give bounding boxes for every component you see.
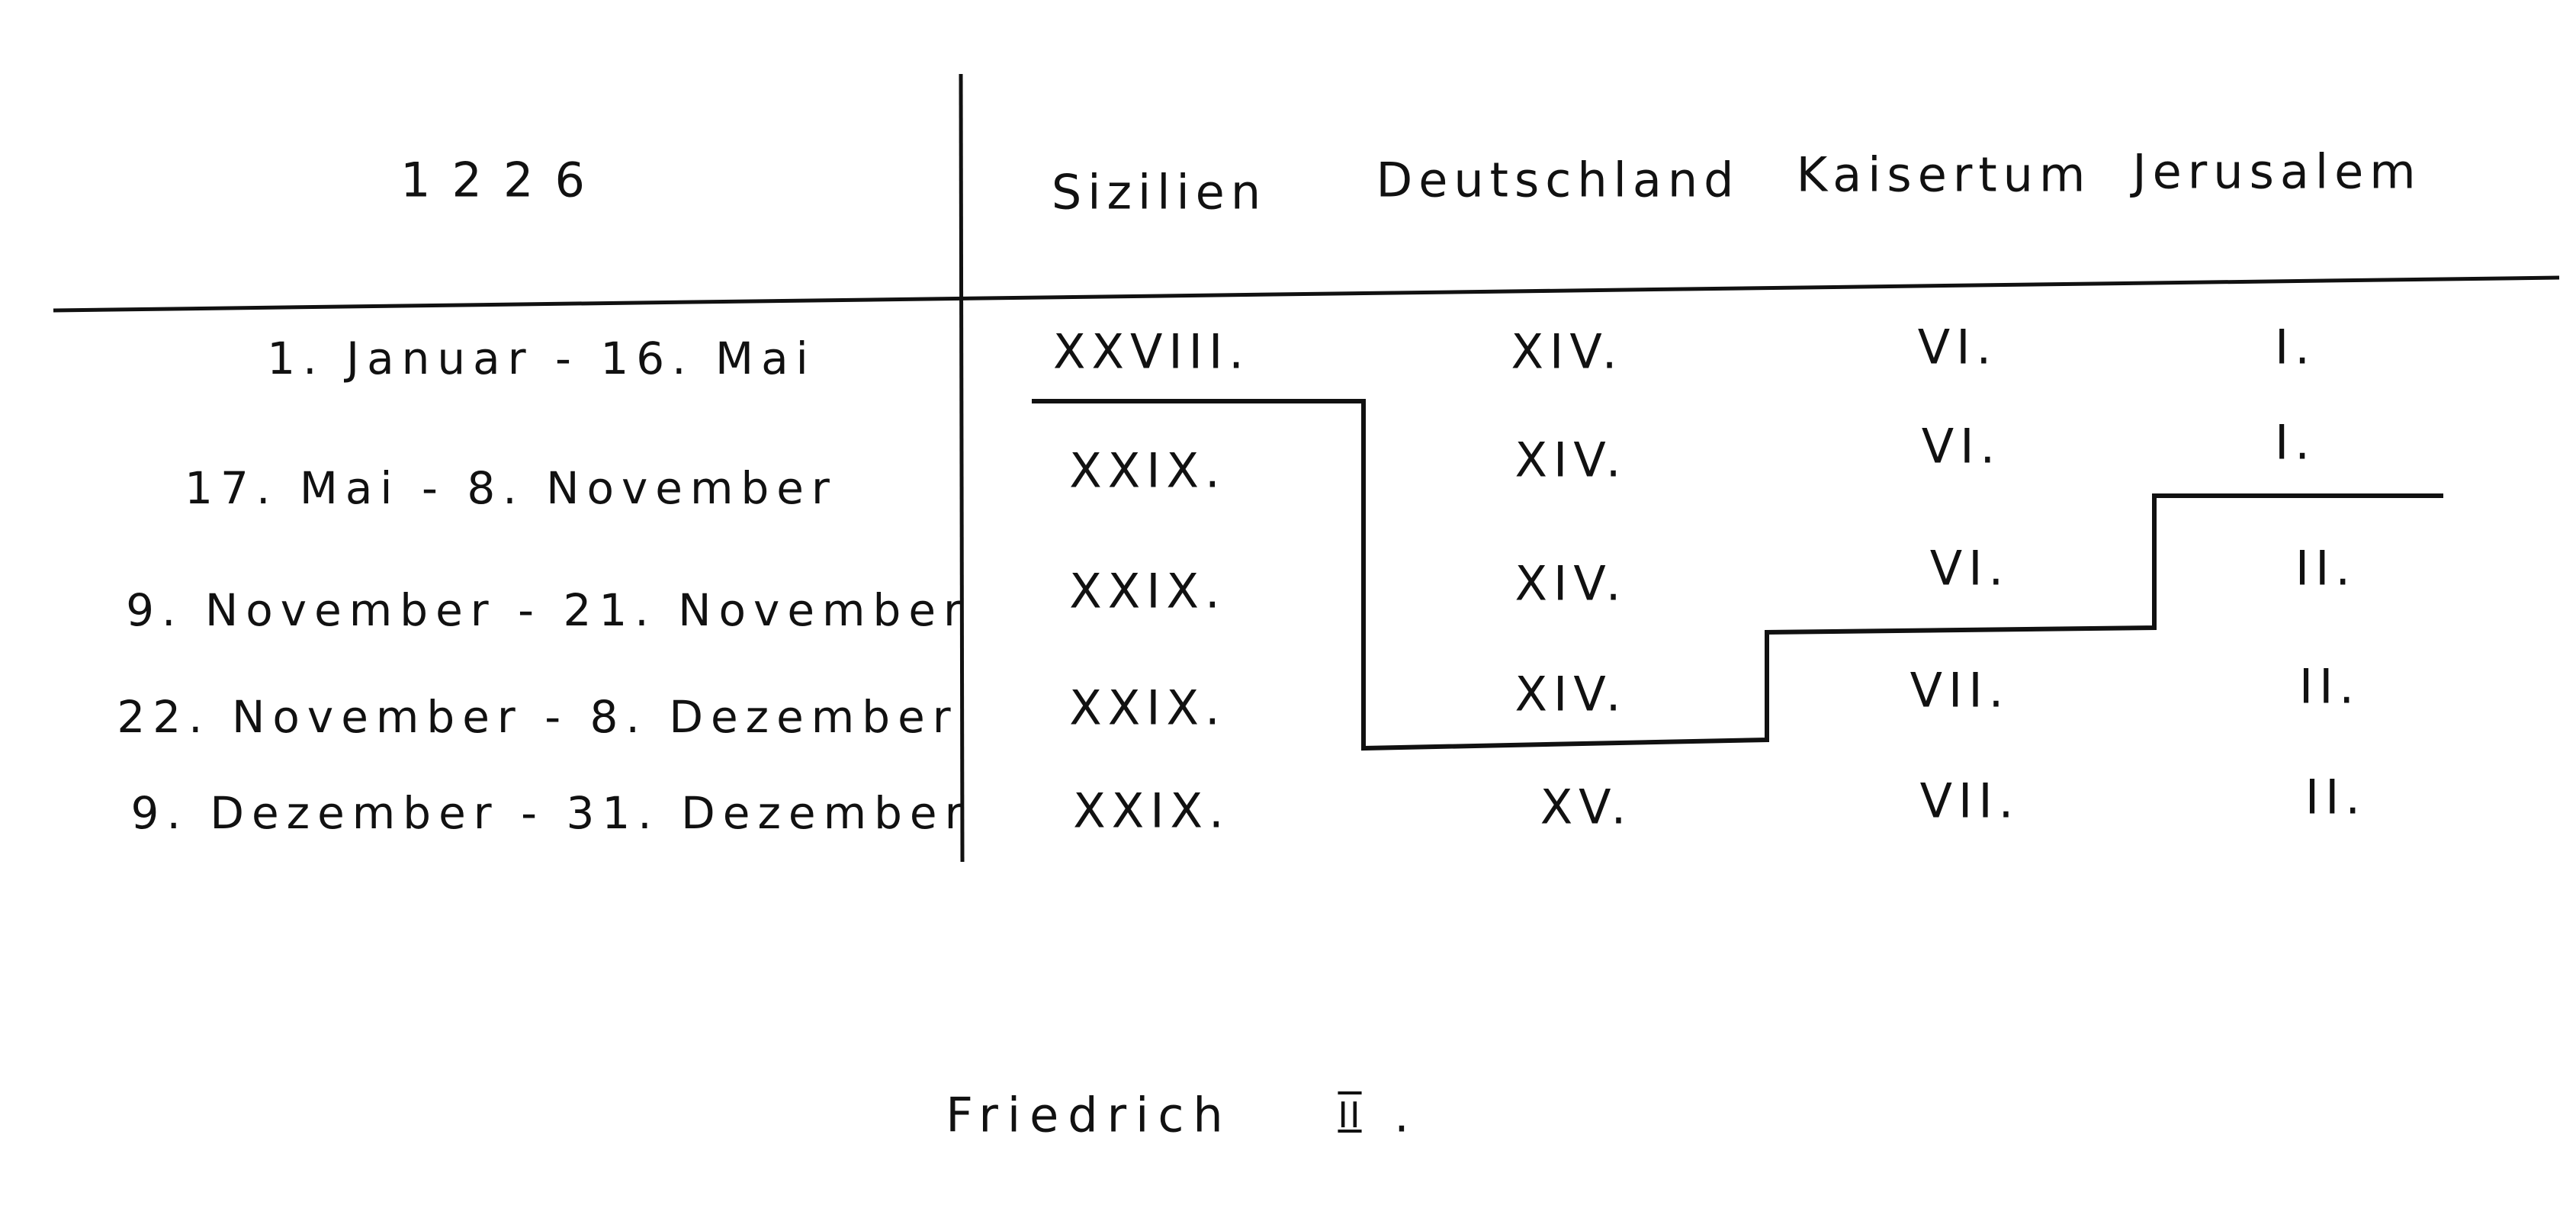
- signature-suffix: .: [1394, 1087, 1415, 1143]
- cell-jerusalem: II.: [2295, 540, 2357, 596]
- cell-deutschland: XIV.: [1514, 555, 1627, 612]
- cell-jerusalem: I.: [2275, 414, 2316, 471]
- column-header-deutschland: Deutschland: [1376, 152, 1740, 208]
- cell-sizilien: XXIX.: [1073, 783, 1230, 839]
- period-label: 1. Januar - 16. Mai: [267, 333, 816, 384]
- column-header-jerusalem: Jerusalem: [2132, 143, 2422, 200]
- cell-kaisertum: VI.: [1929, 540, 2010, 596]
- year-heading: 1226: [400, 152, 606, 208]
- cell-deutschland: XIV.: [1514, 432, 1627, 488]
- cell-sizilien: XXIX.: [1069, 563, 1226, 619]
- cell-jerusalem: II.: [2305, 769, 2367, 825]
- cell-jerusalem: I.: [2275, 319, 2316, 375]
- column-header-sizilien: Sizilien: [1051, 164, 1267, 220]
- period-label: 17. Mai - 8. November: [185, 462, 837, 514]
- period-label: 9. Dezember - 31. Dezember: [130, 787, 971, 839]
- vertical-divider: [959, 73, 965, 863]
- cell-jerusalem: II.: [2298, 658, 2361, 715]
- cell-sizilien: XXIX.: [1069, 442, 1226, 499]
- header-divider: [53, 275, 2560, 313]
- cell-sizilien: XXIX.: [1069, 680, 1226, 736]
- cell-deutschland: XIV.: [1511, 323, 1624, 380]
- signature-numeral: II: [1338, 1094, 1362, 1136]
- step-line: [1032, 399, 2443, 751]
- period-label: 9. November - 21. November: [126, 584, 969, 636]
- cell-kaisertum: VI.: [1917, 319, 1998, 375]
- column-header-kaisertum: Kaisertum: [1796, 146, 2092, 203]
- cell-kaisertum: VII.: [1910, 662, 2010, 718]
- period-label: 22. November - 8. Dezember: [117, 691, 959, 743]
- cell-kaisertum: VI.: [1921, 418, 2002, 474]
- cell-sizilien: XXVIII.: [1053, 323, 1250, 380]
- cell-deutschland: XV.: [1540, 779, 1633, 835]
- signature-name: Friedrich: [946, 1087, 1232, 1143]
- cell-deutschland: XIV.: [1514, 666, 1627, 722]
- cell-kaisertum: VII.: [1919, 773, 2020, 829]
